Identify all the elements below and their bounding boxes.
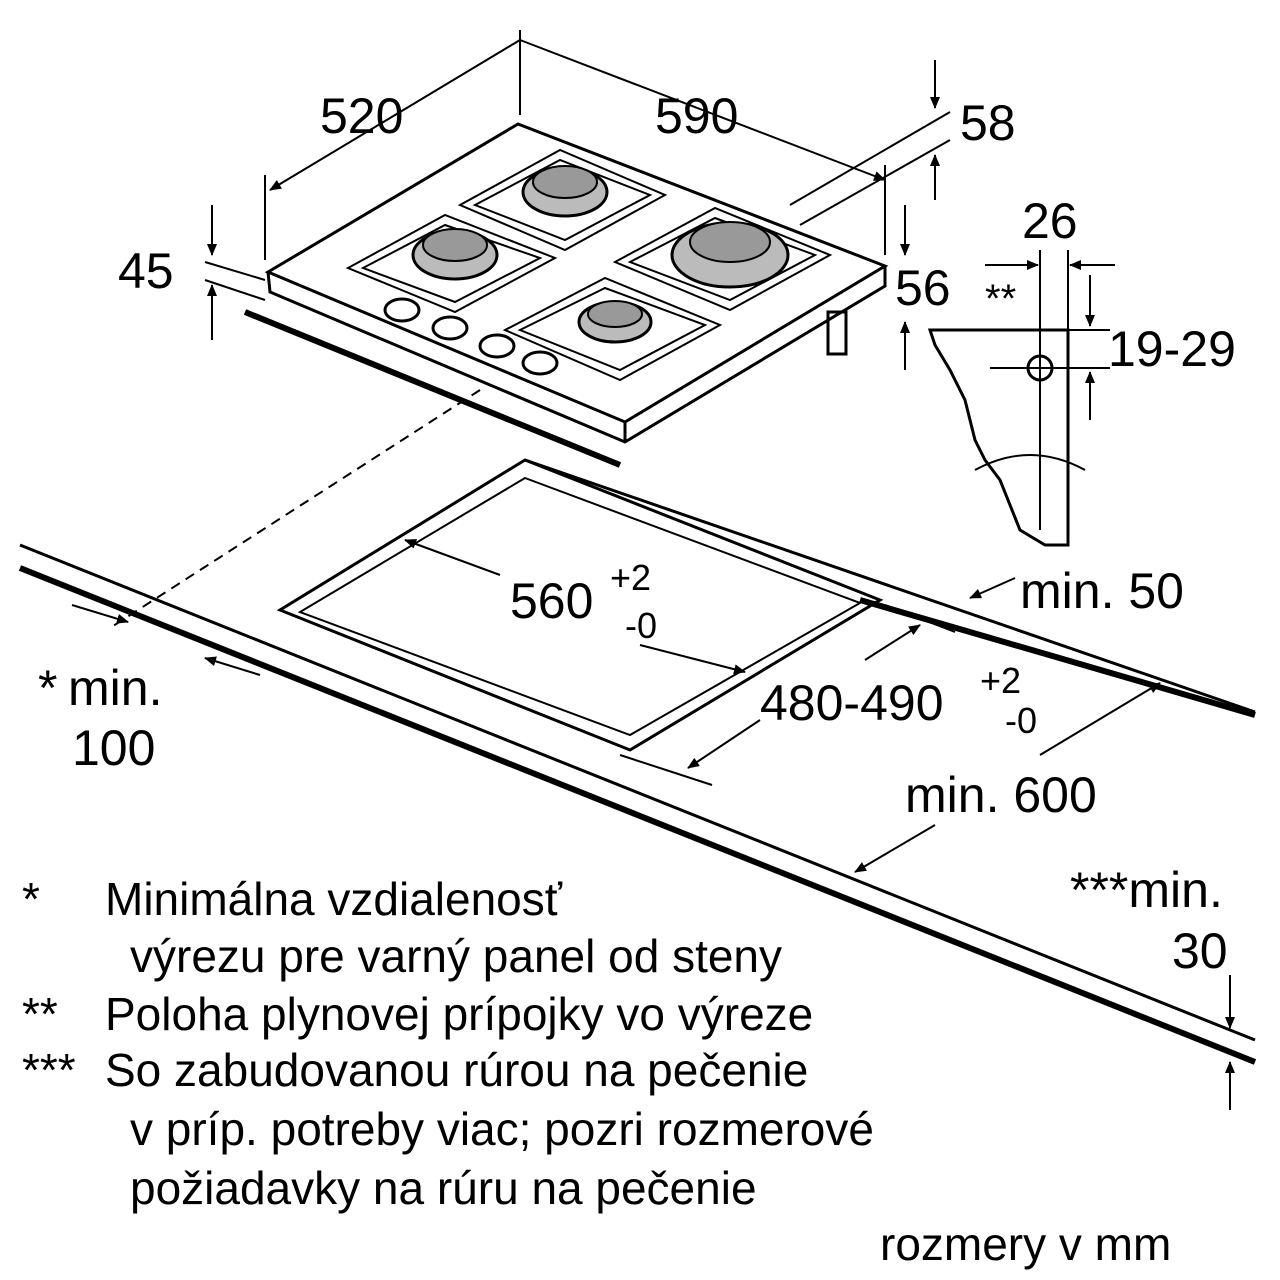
dim-top-height: 58 <box>960 95 1016 151</box>
gas-connector <box>826 310 848 356</box>
dim-depth: 520 <box>320 88 403 144</box>
countertop <box>18 389 1257 1065</box>
note-marker: ** <box>22 988 58 1040</box>
dim-gas-height: 56 <box>895 260 951 316</box>
dimension-lines <box>71 30 1235 1110</box>
cooktop <box>243 122 889 468</box>
dim-width: 590 <box>655 88 738 144</box>
note-line: požiadavky na rúru na pečenie <box>130 1162 757 1214</box>
dim-min-wall-star: * <box>38 660 57 716</box>
gas-marker: ** <box>985 277 1016 321</box>
dim-cutout-depth: 480-490 <box>760 675 944 731</box>
dim-min-wall-label: min. <box>68 660 162 716</box>
note-line: Minimálna vzdialenosť <box>105 873 563 925</box>
bracket-profile <box>927 250 1110 547</box>
dim-counter-thickness: 19-29 <box>1108 321 1236 377</box>
control-knobs <box>383 297 559 376</box>
burners <box>411 165 790 344</box>
note-marker: *** <box>22 1044 76 1096</box>
dim-cutout-width-tol-plus: +2 <box>610 557 651 598</box>
note-line: výrezu pre varný panel od steny <box>130 930 782 982</box>
note-line: v príp. potreby viac; pozri rozmerové <box>130 1103 874 1155</box>
dim-bracket-width: 26 <box>1022 193 1078 249</box>
dim-min-oven-value: 30 <box>1172 923 1228 979</box>
dim-min-counter: min. 600 <box>905 767 1097 823</box>
dim-min-wall-value: 100 <box>72 720 155 776</box>
dim-cutout-width-tol-minus: -0 <box>625 605 657 646</box>
units-note: rozmery v mm <box>880 1218 1171 1270</box>
note-line: So zabudovanou rúrou na pečenie <box>105 1044 808 1096</box>
dim-min-back: min. 50 <box>1020 563 1184 619</box>
dim-height: 45 <box>118 243 174 299</box>
dim-min-oven-label: ***min. <box>1070 862 1223 918</box>
note-marker: * <box>22 873 40 925</box>
dim-cutout-depth-tol-plus: +2 <box>980 660 1021 701</box>
footnotes: * Minimálna vzdialenosť výrezu pre varný… <box>22 873 1171 1270</box>
dim-cutout-width: 560 <box>510 573 593 629</box>
dim-cutout-depth-tol-minus: -0 <box>1005 700 1037 741</box>
note-line: Poloha plynovej prípojky vo výreze <box>105 988 813 1040</box>
